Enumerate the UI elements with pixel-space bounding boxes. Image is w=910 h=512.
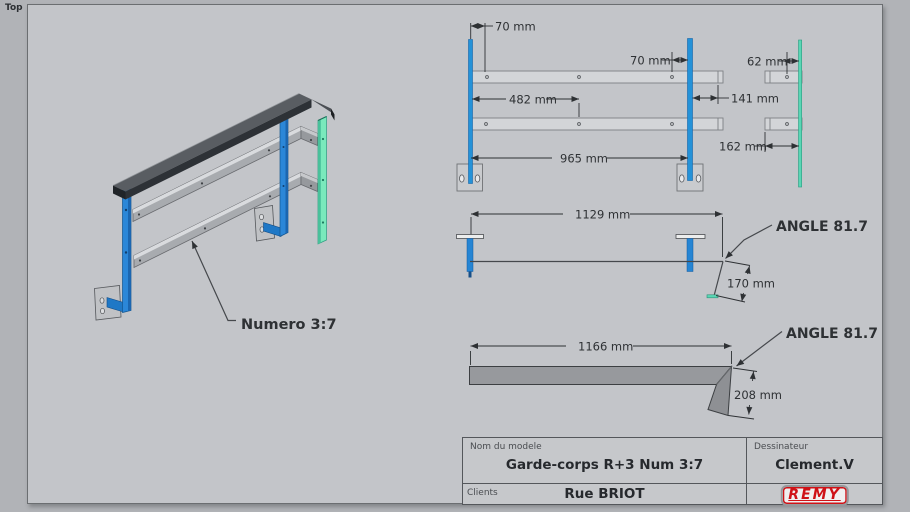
title-block-divider-horizontal (463, 483, 882, 484)
designer-value: Clement.V (775, 457, 854, 473)
title-block: Nom du modele Garde-corps R+3 Num 3:7 De… (462, 437, 883, 506)
designer-label: Dessinateur (754, 442, 809, 452)
model-name-value: Garde-corps R+3 Num 3:7 (505, 457, 704, 473)
viewport-name-label: Top (5, 3, 23, 13)
model-name-label: Nom du modele (470, 442, 542, 452)
title-block-cell-designer: Dessinateur Clement.V (747, 438, 882, 483)
title-block-cell-clients: Clients Rue BRIOT (463, 484, 746, 504)
clients-value: Rue BRIOT (564, 486, 645, 502)
title-block-divider-vertical (746, 438, 747, 504)
title-block-cell-logo: REMY (747, 484, 882, 506)
title-block-cell-model: Nom du modele Garde-corps R+3 Num 3:7 (463, 438, 746, 483)
clients-label: Clients (467, 488, 498, 498)
drawing-sheet-canvas[interactable] (27, 4, 883, 504)
remy-company-logo: REMY (780, 485, 849, 506)
